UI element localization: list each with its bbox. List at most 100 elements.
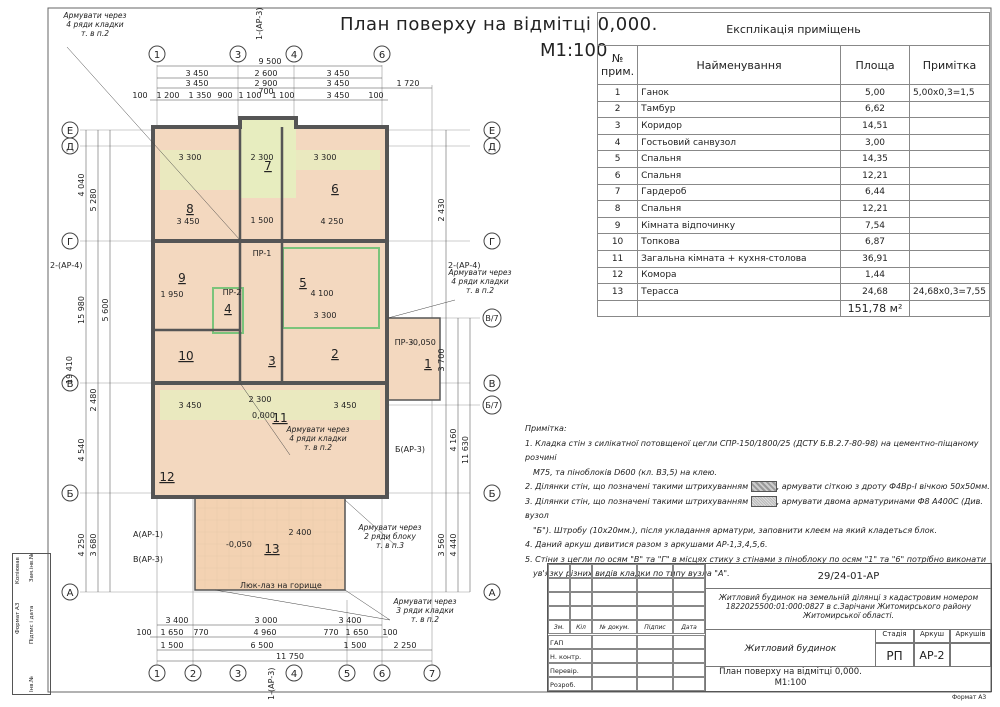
axis-row-label: Б <box>67 489 74 500</box>
axis-bubble <box>148 664 166 682</box>
dimension-left: 5 280 <box>89 189 98 212</box>
note-3: 3. Ділянки стін, що позначені такими штр… <box>525 495 995 524</box>
dimension-top: 1 350 <box>189 91 212 100</box>
signature-cell <box>592 634 637 649</box>
dimension-inner: 4 250 <box>321 217 344 226</box>
reinforcement-note: Армувати через <box>62 11 126 20</box>
cell-n: 13 <box>596 283 639 301</box>
note-1: 1. Кладка стін з силікатної потовщеної ц… <box>525 438 979 463</box>
dimension-left: 2 480 <box>89 389 98 412</box>
revision-cell <box>548 606 570 621</box>
dimension-bottom: 1 650 <box>161 628 184 637</box>
cell-name: Тамбур <box>637 100 842 119</box>
dimension-top: 3 450 <box>186 79 209 88</box>
attic-hatch-label: Люк-лаз на горище <box>240 581 322 590</box>
dimension-top: 3 450 <box>186 69 209 78</box>
dimension-right: 2 430 <box>437 199 446 222</box>
axis-top-label: 4 <box>291 50 297 61</box>
axis-bubble <box>229 45 247 63</box>
axis-row-label: Е <box>489 126 495 137</box>
revision-cell <box>673 578 705 593</box>
axis-row-label: Г <box>489 237 495 248</box>
axis-bubble <box>483 137 501 155</box>
dimension-top: 100 <box>132 91 147 100</box>
reinforcement-note: т. в п.2 <box>304 443 332 452</box>
room-number: 4 <box>224 302 232 316</box>
axis-bottom-label: 1 <box>154 669 160 680</box>
notes-title: Примітка: <box>525 424 567 433</box>
note-3-text: 3. Ділянки стін, що позначені такими штр… <box>525 496 749 506</box>
axis-bubble <box>483 374 501 392</box>
dimension-bottom: 4 960 <box>254 628 277 637</box>
cell-name: Гостьовий санвузол <box>637 133 842 152</box>
revision-cell <box>637 564 673 579</box>
stamp-replace-inv: Зам.інв.№ <box>29 553 35 582</box>
room-fills <box>155 118 440 590</box>
axis-bubble <box>61 484 79 502</box>
revision-cell <box>673 606 705 621</box>
note-5-cont: ув'язку різних видів кладки по типу вузл… <box>533 569 730 578</box>
dimension-right: 3 700 <box>437 349 446 372</box>
reinforcement-note: т. в п.3 <box>376 541 404 550</box>
cell-area: 7,54 <box>840 216 911 235</box>
cell-n: 5 <box>596 150 639 168</box>
dimension-right: 4 440 <box>449 534 458 557</box>
dimension-inner: 3 300 <box>179 153 202 162</box>
axis-bubble <box>373 664 391 682</box>
cell-note: 5,00x0,3=1,5 <box>909 84 990 102</box>
axis-bubble <box>423 664 441 682</box>
axis-top-label: 1 <box>154 50 160 61</box>
cell-area: 24,68 <box>840 283 911 301</box>
dimension-left: 4 250 <box>77 534 86 557</box>
dimension-top: 3 450 <box>327 79 350 88</box>
col-note: Примітка <box>909 45 990 85</box>
axis-row-label: Д <box>66 142 74 153</box>
reinforcement-note: 4 ряди кладки <box>289 434 347 443</box>
axis-row-label: В <box>489 379 496 390</box>
dimension-top: 100 <box>368 91 383 100</box>
axis-bubble <box>61 137 79 155</box>
dimension-bottom: 3 400 <box>339 616 362 625</box>
reinforcement-note: т. в п.2 <box>466 286 494 295</box>
stamp-format: Формат А3 <box>15 602 21 634</box>
cell-area: 6,62 <box>840 100 911 119</box>
note-1-cont: М75, та піноблоків D600 (кл. В3,5) на кл… <box>533 467 717 477</box>
cell-name: Коридор <box>637 117 842 135</box>
sheet-label: Аркуш <box>914 629 950 643</box>
dimension-lines <box>85 65 471 662</box>
section-mark-top: 1-(АР-3) <box>255 8 264 41</box>
hatch-sample-rebar-icon <box>750 495 777 507</box>
cell-area: 14,51 <box>840 117 911 135</box>
dimension-bottom: 2 250 <box>394 641 417 650</box>
stamp-inv: Інв.№ <box>29 676 35 692</box>
revision-cell <box>592 564 637 579</box>
dimension-inner: 2 300 <box>251 153 274 162</box>
dimension-right: 4 160 <box>449 429 458 452</box>
note-5: 5. Стіни з цегли по осям "В" та "Г" в мі… <box>525 554 987 564</box>
room-number: 12 <box>159 470 174 484</box>
revision-cell: Кіл <box>570 620 592 635</box>
dimension-top: 9 500 <box>259 57 282 66</box>
drawing-scale: М1:100 <box>540 40 608 61</box>
node-ref-b: Б(АР-3) <box>395 445 425 454</box>
cell-name: Спальня <box>637 150 842 168</box>
cell-area: 5,00 <box>840 84 911 102</box>
stage-value: РП <box>875 643 914 667</box>
signature-cell: Перевір. <box>548 662 592 677</box>
reinforcement-note: Армувати через <box>285 425 349 434</box>
format-label: Формат А3 <box>952 694 987 701</box>
room-number: 2 <box>331 347 339 361</box>
signature-cell <box>637 662 673 677</box>
signature-cell <box>637 634 673 649</box>
revision-cell <box>673 592 705 607</box>
revision-cell <box>637 578 673 593</box>
cell-n: 2 <box>596 100 639 119</box>
cell-n: 7 <box>596 183 639 202</box>
axis-bubble <box>285 45 303 63</box>
signature-cell <box>673 662 705 677</box>
reinforcement-note: Армувати через <box>357 523 421 532</box>
